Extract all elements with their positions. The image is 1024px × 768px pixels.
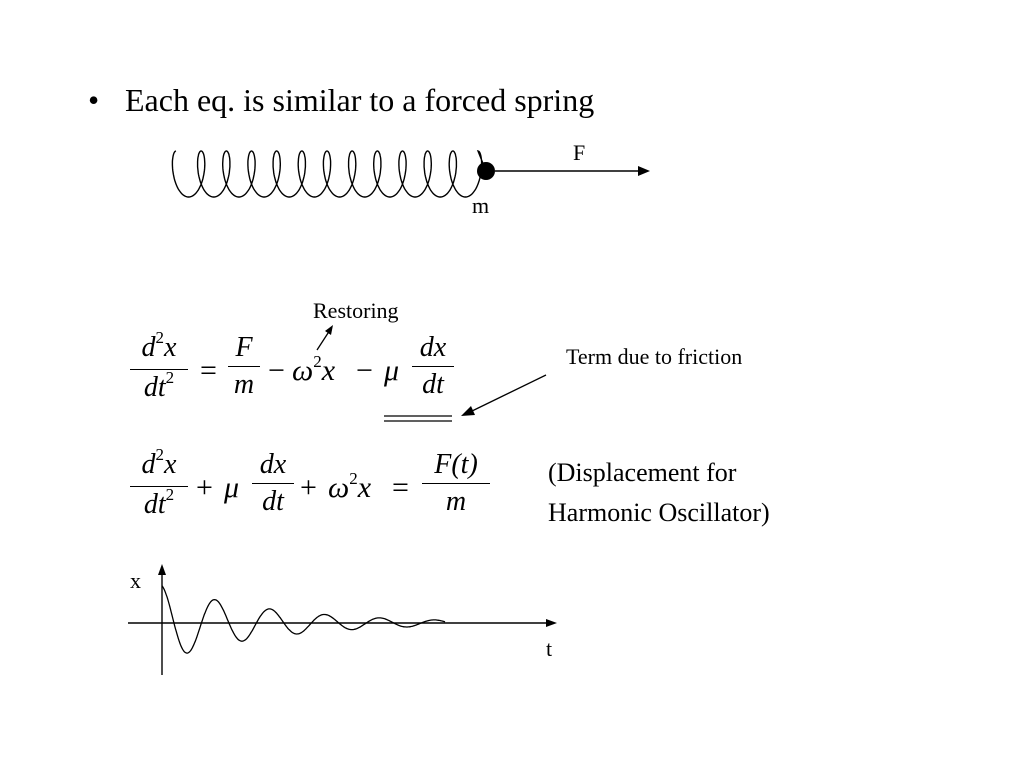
eq2-mu: μ	[224, 471, 240, 504]
force-arrowhead	[638, 166, 650, 176]
eq1-mu: μ	[384, 354, 400, 387]
eq1-equals: =	[200, 354, 217, 387]
friction-arrow	[469, 374, 547, 413]
eq2-force-fraction: F(t) m	[422, 450, 490, 517]
restoring-arrow	[316, 329, 331, 351]
friction-label: Term due to friction	[566, 344, 743, 369]
graph-x-label: t	[546, 636, 553, 661]
eq1-minus-1: −	[268, 354, 285, 387]
bullet-marker: •	[88, 82, 100, 118]
bullet-text: Each eq. is similar to a forced spring	[125, 82, 595, 118]
eq1-omega-term: ω2x	[292, 352, 336, 387]
restoring-label: Restoring	[313, 298, 399, 323]
graph-y-arrowhead	[158, 564, 166, 575]
displacement-label-line1: (Displacement for	[548, 458, 737, 487]
damped-oscillation-curve	[161, 585, 446, 654]
eq2-omega-term: ω2x	[328, 469, 372, 504]
eq1-friction-fraction: dx dt	[412, 333, 454, 400]
spring-coil	[171, 149, 487, 198]
eq2-plus-2: +	[300, 471, 317, 504]
eq2-damping-fraction: dx dt	[252, 450, 294, 517]
eq2-plus-1: +	[196, 471, 213, 504]
force-label: F	[573, 140, 586, 165]
graph-y-label: x	[130, 568, 141, 593]
eq1-minus-2: −	[356, 354, 373, 387]
eq1-force-fraction: F m	[228, 333, 260, 400]
eq2-lhs-fraction: d2x dt2	[130, 445, 188, 523]
restoring-arrowhead	[325, 325, 333, 335]
displacement-label-line2: Harmonic Oscillator)	[548, 498, 770, 527]
eq2-equals: =	[392, 471, 409, 504]
mass-label: m	[472, 193, 490, 218]
mass-dot	[477, 162, 495, 180]
eq1-lhs-fraction: d2x dt2	[130, 328, 188, 406]
friction-arrowhead	[461, 406, 475, 416]
graph-x-arrowhead	[546, 619, 557, 627]
